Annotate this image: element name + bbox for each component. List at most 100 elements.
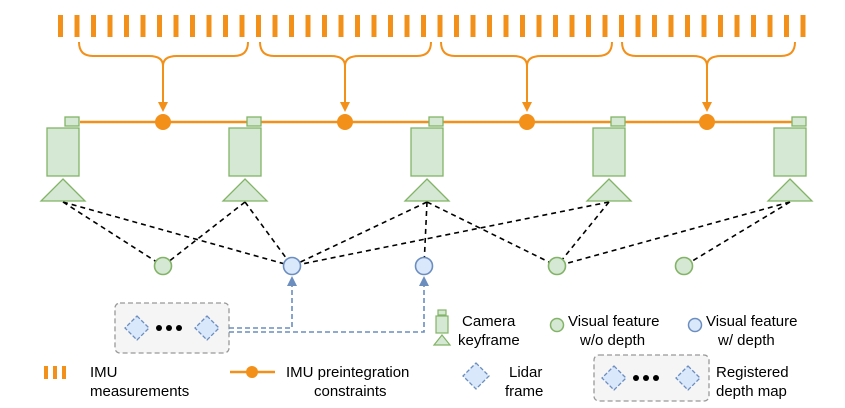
lidar-frame-right xyxy=(194,315,220,341)
constraint-line xyxy=(291,201,610,267)
camera-keyframe xyxy=(221,116,269,202)
imu-tick xyxy=(239,15,245,37)
imu-tick xyxy=(454,15,459,37)
imu-tick xyxy=(338,15,344,37)
constraint-line xyxy=(426,201,558,267)
legend-lidar-line1: Lidar xyxy=(509,364,542,381)
imu-tick xyxy=(619,15,624,37)
imu-tick xyxy=(58,15,63,37)
imu-tick xyxy=(190,15,195,37)
brace xyxy=(440,41,613,67)
imu-tick xyxy=(701,15,707,37)
visual-feature-without-depth xyxy=(674,256,694,276)
visual-feature-with-depth xyxy=(282,256,302,276)
imu-tick xyxy=(289,15,294,37)
legend-camera-line1: Camera xyxy=(462,313,516,330)
imu-tick xyxy=(520,15,525,37)
constraint-line xyxy=(244,201,293,267)
imu-tick xyxy=(652,15,657,37)
imu-tick xyxy=(635,15,641,37)
ellipsis-dot xyxy=(166,325,172,331)
imu-preint-dot xyxy=(155,114,171,130)
green-circle-icon xyxy=(549,317,565,333)
legend-depthmap-line2: depth map xyxy=(716,383,787,400)
constraint-line xyxy=(683,201,791,267)
imu-tick xyxy=(767,15,773,37)
camera-keyframes xyxy=(39,116,814,202)
imu-tick xyxy=(157,15,162,37)
legend-preint-line1: IMU preintegration xyxy=(286,364,409,381)
imu-tick xyxy=(305,15,311,37)
brace xyxy=(78,41,249,67)
depth-map-group xyxy=(114,302,230,354)
imu-preint-dot xyxy=(699,114,715,130)
imu-tick xyxy=(206,15,212,37)
imu-tick xyxy=(421,15,426,37)
brace xyxy=(621,41,796,67)
imu-tick xyxy=(536,15,542,37)
imu-tick xyxy=(355,15,360,37)
imu-tick xyxy=(107,15,113,37)
legend-imu-line2: measurements xyxy=(90,383,189,400)
visual-feature-with-depth xyxy=(414,256,434,276)
imu-tick xyxy=(784,15,789,37)
legend-feature-wo-line2: w/o depth xyxy=(579,332,645,349)
imu-tick xyxy=(223,15,228,37)
imu-preint-dot xyxy=(337,114,353,130)
constraint-line xyxy=(556,201,610,267)
legend-feature-w-line1: Visual feature xyxy=(706,313,797,330)
ellipsis-dot xyxy=(156,325,162,331)
depth-map-icon xyxy=(593,354,710,402)
imu-tick xyxy=(91,15,96,37)
visual-constraint-lines xyxy=(62,201,791,267)
legend-camera-line2: keyframe xyxy=(458,332,520,349)
imu-preint-dot xyxy=(519,114,535,130)
constraint-line xyxy=(291,201,428,267)
imu-tick xyxy=(569,15,575,37)
imu-tick xyxy=(487,15,492,37)
imu-tick xyxy=(602,15,608,37)
legend-feature-w-line2: w/ depth xyxy=(717,332,775,349)
imu-tick xyxy=(685,15,690,37)
lidar-diamond-icon xyxy=(462,362,490,390)
imu-tick xyxy=(272,15,278,37)
legend-lidar-line2: frame xyxy=(505,383,543,400)
constraint-line xyxy=(62,201,164,267)
imu-tick xyxy=(470,15,476,37)
imu-tick xyxy=(503,15,509,37)
legend-preint-line2: constraints xyxy=(314,383,387,400)
depth-association-arrow-2 xyxy=(229,276,429,333)
legend: Camera keyframe Visual feature w/o depth… xyxy=(44,309,797,402)
imu-tick xyxy=(256,15,261,37)
depth-association-arrow-1 xyxy=(229,276,297,329)
imu-tick xyxy=(718,15,723,37)
imu-preintegration-dots xyxy=(155,114,715,130)
constraint-line xyxy=(556,201,791,267)
legend-imu-line1: IMU xyxy=(90,364,118,381)
visual-feature-without-depth xyxy=(153,256,173,276)
brace xyxy=(259,41,432,67)
camera-keyframe-icon xyxy=(432,309,452,346)
imu-measurement-ticks xyxy=(58,15,806,37)
camera-keyframe xyxy=(39,116,87,202)
camera-keyframe xyxy=(585,116,633,202)
visual-feature-without-depth xyxy=(547,256,567,276)
imu-tick xyxy=(173,15,179,37)
imu-tick xyxy=(751,15,756,37)
camera-keyframe xyxy=(766,116,814,202)
blue-circle-icon xyxy=(687,317,703,333)
lidar-frame-left xyxy=(124,315,150,341)
imu-tick xyxy=(734,15,740,37)
imu-preintegration-braces xyxy=(78,41,796,112)
legend-depthmap-line1: Registered xyxy=(716,364,789,381)
imu-tick xyxy=(404,15,410,37)
ellipsis-dot xyxy=(176,325,182,331)
imu-tick xyxy=(437,15,443,37)
imu-tick xyxy=(74,15,80,37)
visual-features xyxy=(153,256,694,276)
constraint-line xyxy=(423,201,428,267)
imu-ticks-icon xyxy=(44,366,66,379)
imu-tick xyxy=(124,15,129,37)
imu-tick xyxy=(371,15,377,37)
